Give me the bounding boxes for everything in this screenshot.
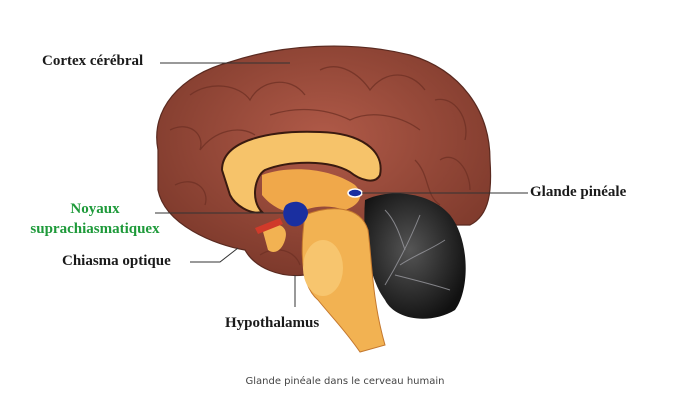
optic-chiasm bbox=[255, 218, 283, 234]
figure-caption: Glande pinéale dans le cerveau humain bbox=[245, 376, 445, 387]
suprachiasmatic-nucleus bbox=[283, 201, 308, 227]
label-scn: Noyaux suprachiasmatiquex bbox=[22, 199, 168, 239]
label-optic-chiasm: Chiasma optique bbox=[62, 253, 171, 269]
pons bbox=[303, 240, 343, 296]
chiasma-leader-line bbox=[190, 247, 239, 263]
gyri bbox=[169, 66, 471, 266]
label-hypothalamus: Hypothalamus bbox=[225, 315, 320, 331]
label-cortex: Cortex cérébral bbox=[42, 53, 144, 69]
arbor-vitae bbox=[384, 209, 451, 291]
label-scn-line1: Noyaux bbox=[70, 201, 120, 217]
label-pineal-gland: Glande pinéale bbox=[530, 184, 627, 200]
label-scn-line2: suprachiasmatiquex bbox=[30, 221, 160, 237]
pineal-gland bbox=[347, 188, 363, 198]
corpus-callosum bbox=[220, 130, 382, 214]
